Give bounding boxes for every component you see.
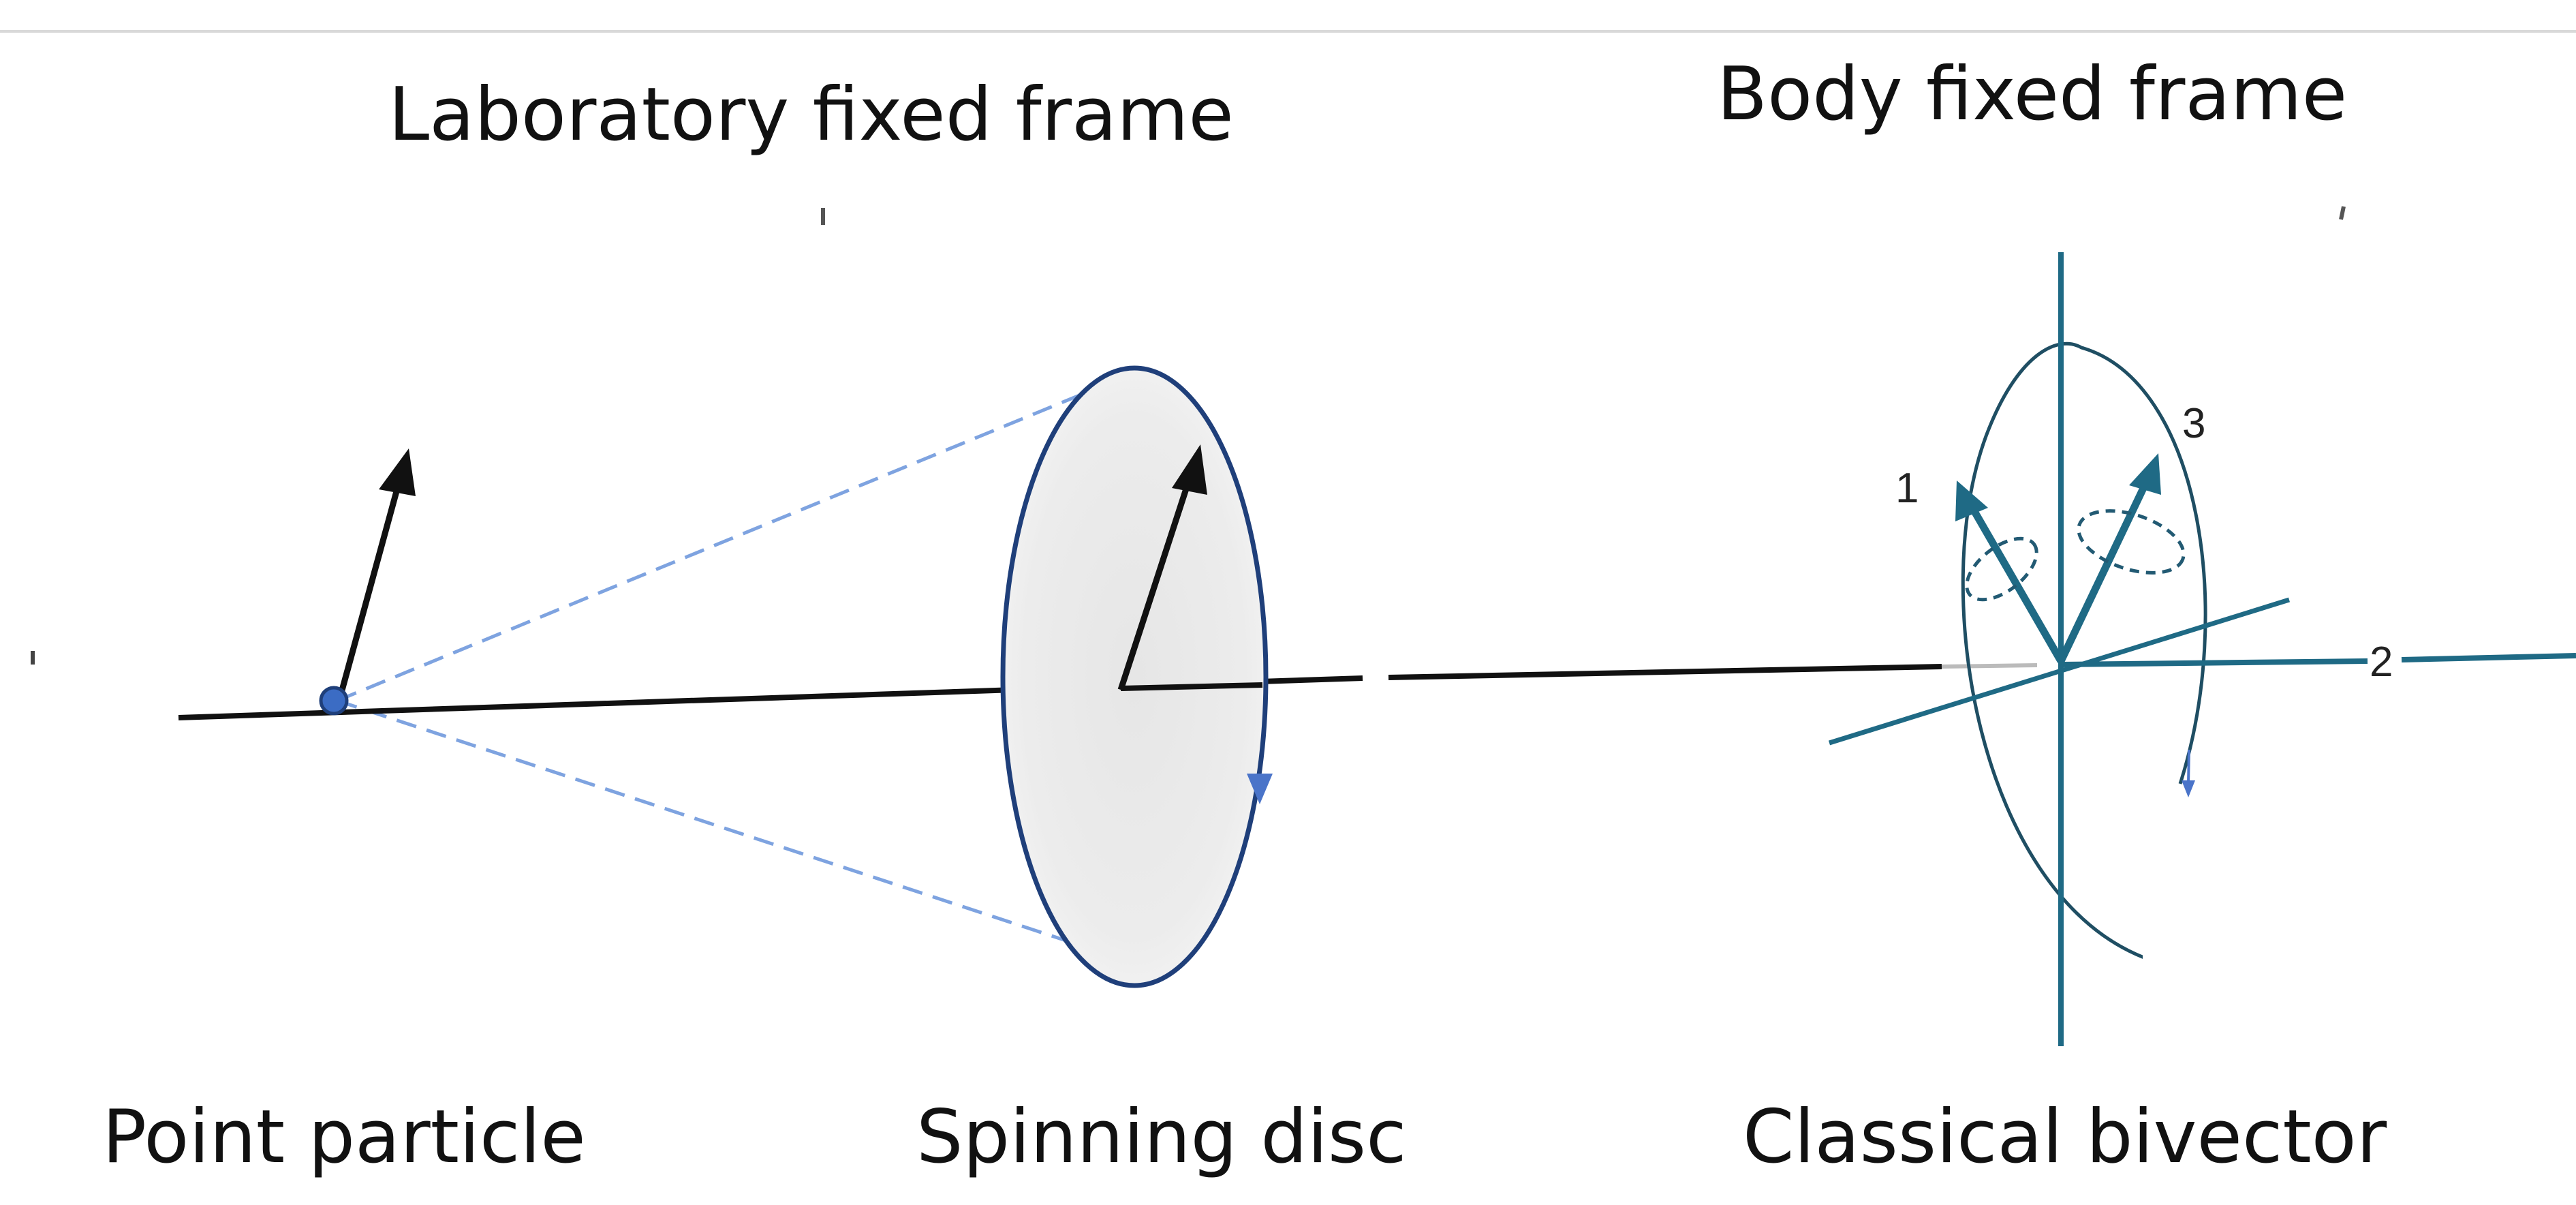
axis-2-label: 2 [2370, 639, 2393, 686]
disc-rotation-arrow [1247, 774, 1273, 804]
bivector-orbit [1961, 341, 2207, 960]
axis-3-rotation-loop [2077, 509, 2186, 575]
body-frame-heading: Body fixed frame [1717, 52, 2347, 137]
orbit-rotation-arrow [2182, 749, 2195, 797]
classical-bivector-caption: Classical bivector [1743, 1095, 2387, 1180]
axis-3-label: 3 [2182, 400, 2205, 447]
axis-1-rotation-loop [1965, 536, 2038, 602]
propagation-axis-faint [1941, 663, 2038, 669]
axis-1-vector [1955, 481, 2064, 663]
tilted-axis [1828, 597, 2291, 746]
particle-spin-arrow [337, 448, 416, 697]
tick-mark [2339, 206, 2346, 220]
lab-frame-heading: Laboratory fixed frame [388, 72, 1234, 157]
spinning-disc-caption: Spinning disc [916, 1095, 1407, 1180]
axis-2-extension [2401, 653, 2576, 662]
axis-1-label: 1 [1895, 465, 1919, 512]
propagation-axis-segment [1388, 664, 1942, 680]
disc-spin-arrow [1117, 444, 1207, 691]
axis-2 [2060, 658, 2368, 667]
axis-3-vector [2058, 453, 2161, 663]
point-particle [319, 686, 349, 716]
spinning-disc [1000, 365, 1269, 988]
point-particle-caption: Point particle [102, 1095, 586, 1180]
disc-axis-inside [1120, 682, 1263, 691]
light-cone [337, 375, 1125, 953]
